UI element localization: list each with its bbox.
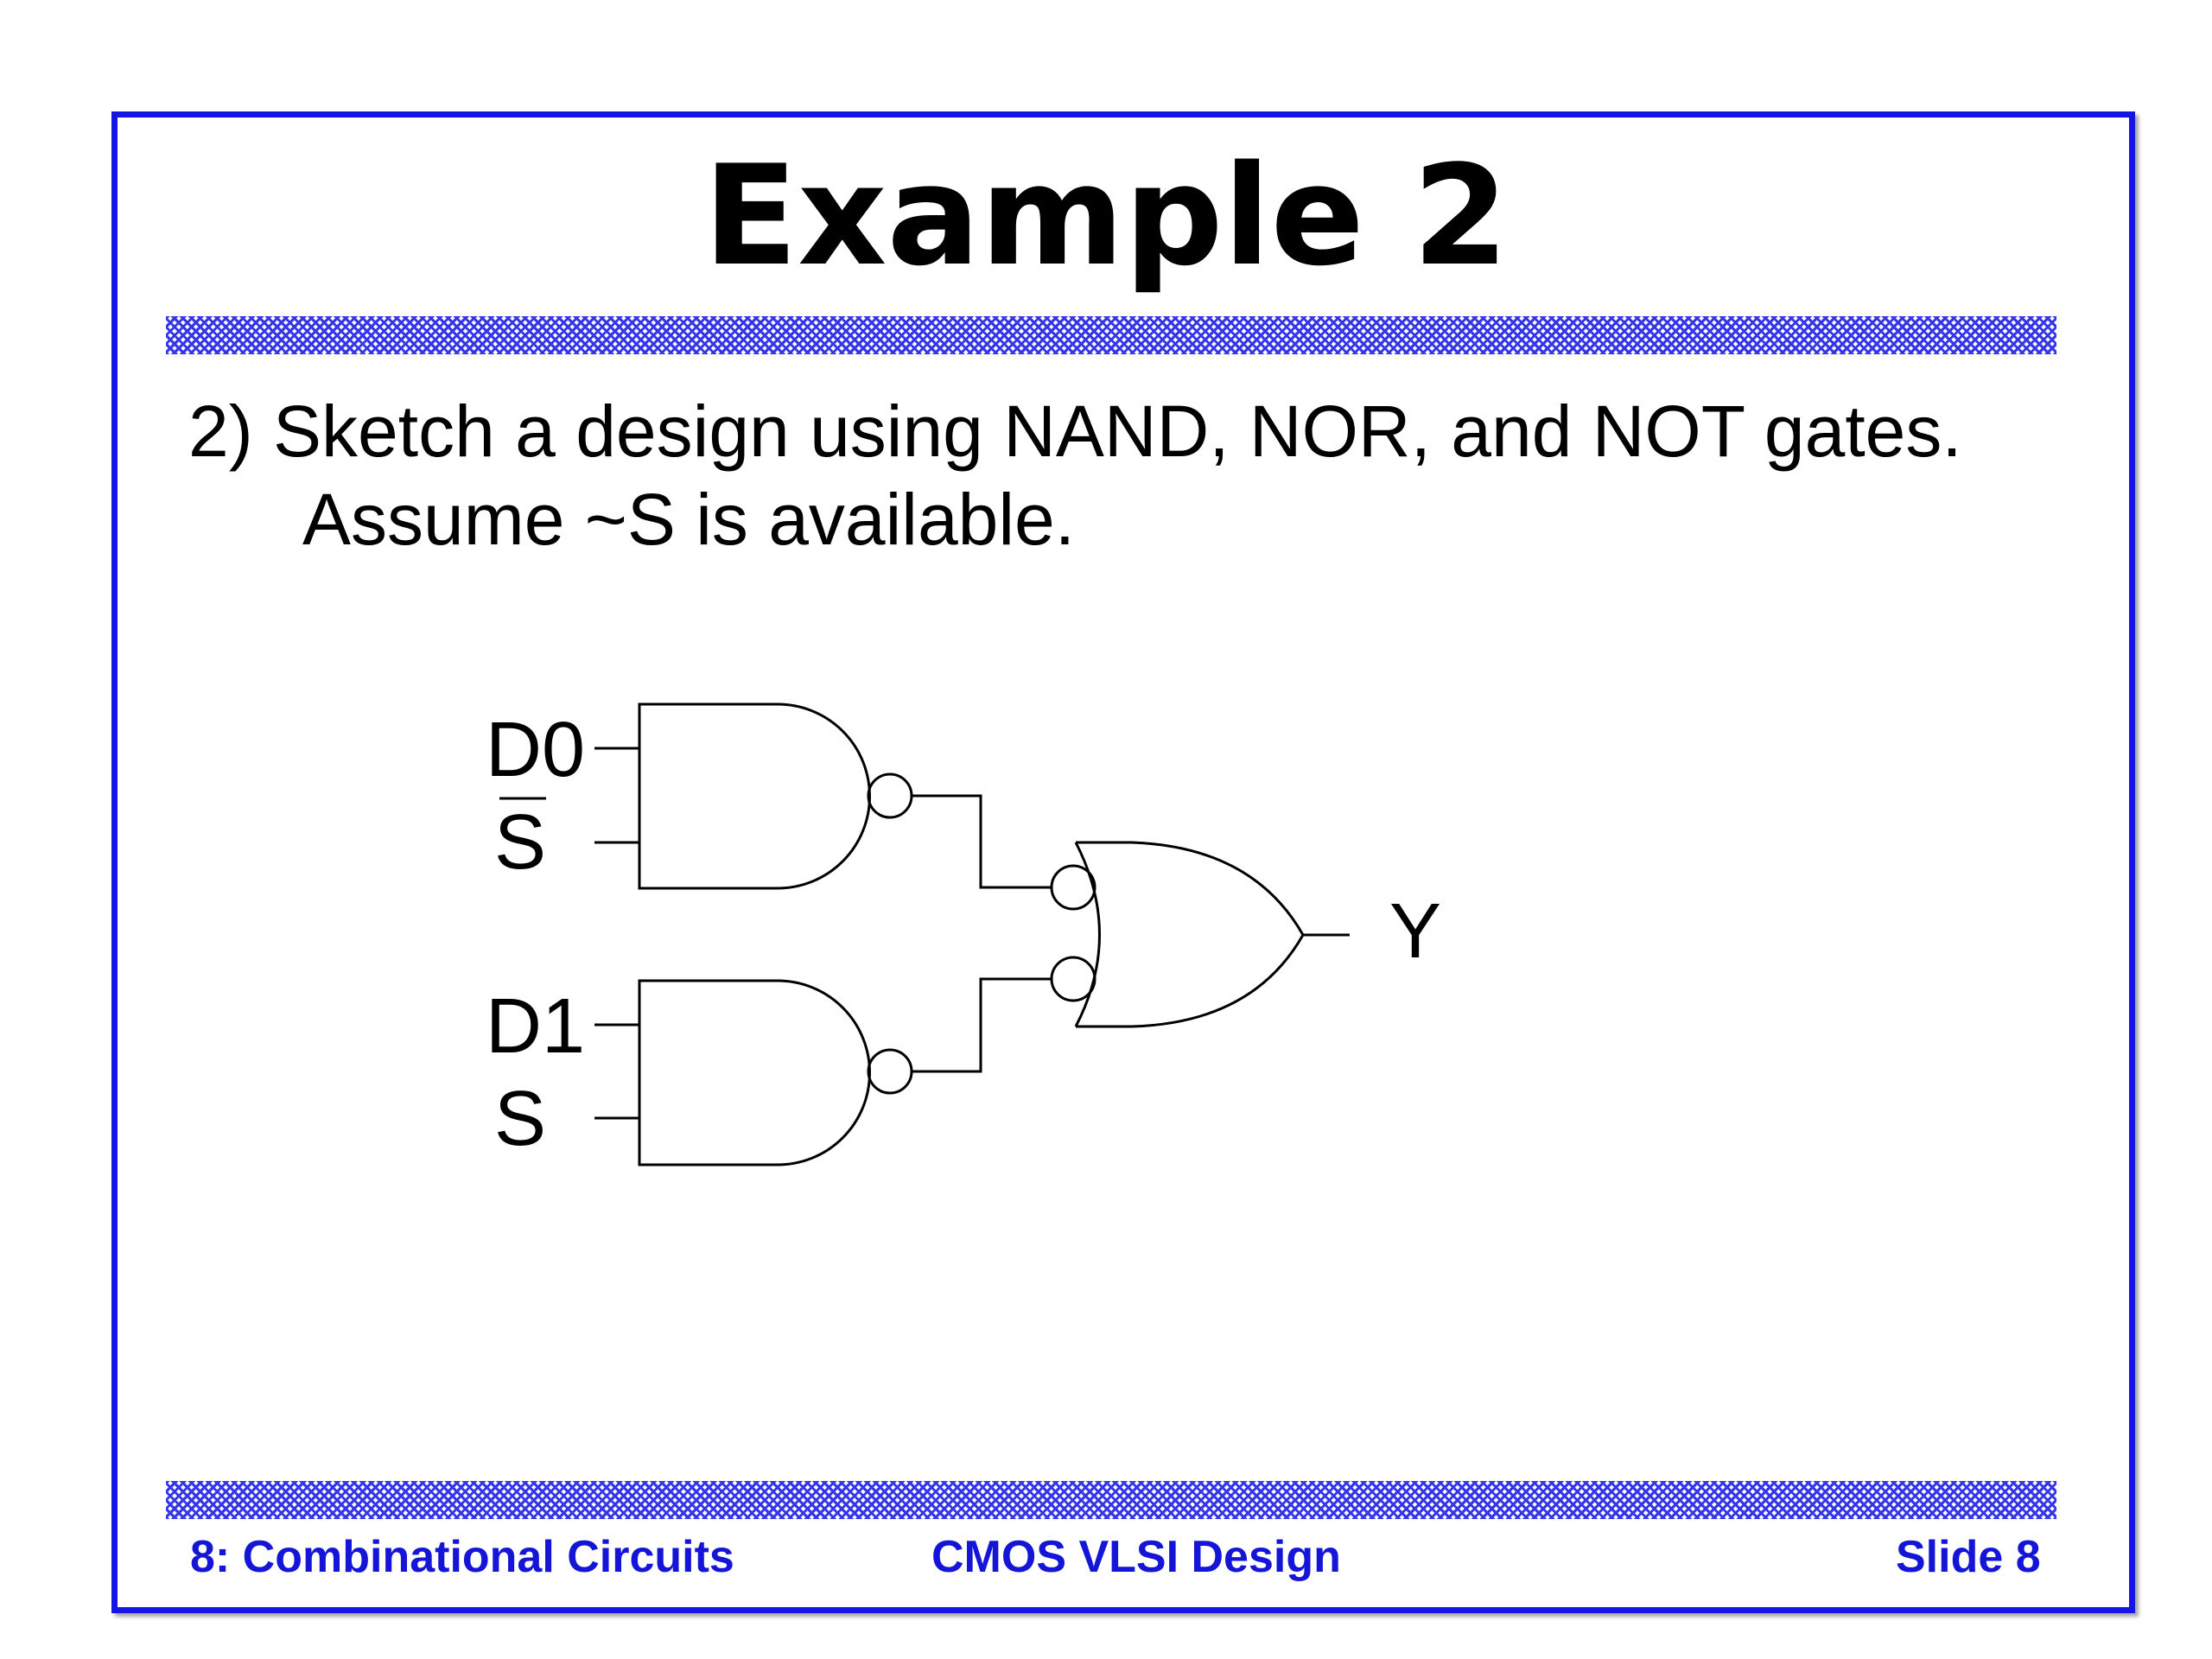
- or-input-bubble-top: [1050, 864, 1096, 911]
- nand-top-inversion-bubble: [867, 772, 913, 819]
- or-input-bubble-bottom: [1050, 956, 1096, 1002]
- footer-slide-number: Slide 8: [1896, 1532, 2041, 1582]
- footer-course: CMOS VLSI Design: [931, 1532, 1341, 1582]
- slide-frame: [111, 111, 2135, 1613]
- label-d0: D0: [486, 707, 585, 793]
- nand-gate-bottom: [638, 979, 871, 1166]
- slide-title: Example 2: [702, 135, 1510, 296]
- footer-divider-bar: [166, 1481, 2056, 1519]
- problem-statement: 2) Sketch a design using NAND, NOR, and …: [188, 387, 1962, 563]
- or-gate-back-curve: [1074, 842, 1101, 1027]
- problem-line-2: Assume ~S is available.: [302, 479, 1076, 560]
- label-s-bar: S: [494, 799, 546, 886]
- label-output-y: Y: [1389, 888, 1441, 975]
- footer-chapter: 8: Combinational Circuits: [190, 1532, 734, 1582]
- label-s: S: [494, 1076, 546, 1162]
- problem-line-1: 2) Sketch a design using NAND, NOR, and …: [188, 391, 1962, 472]
- nand-gate-top: [638, 702, 871, 890]
- label-d1: D1: [486, 983, 585, 1070]
- nand-bottom-inversion-bubble: [867, 1048, 913, 1095]
- wire-nand-top-out: [912, 794, 1052, 889]
- wire-nand-bottom-out: [912, 977, 1052, 1073]
- or-gate-body: [1076, 841, 1305, 1028]
- title-divider-bar: [166, 316, 2056, 354]
